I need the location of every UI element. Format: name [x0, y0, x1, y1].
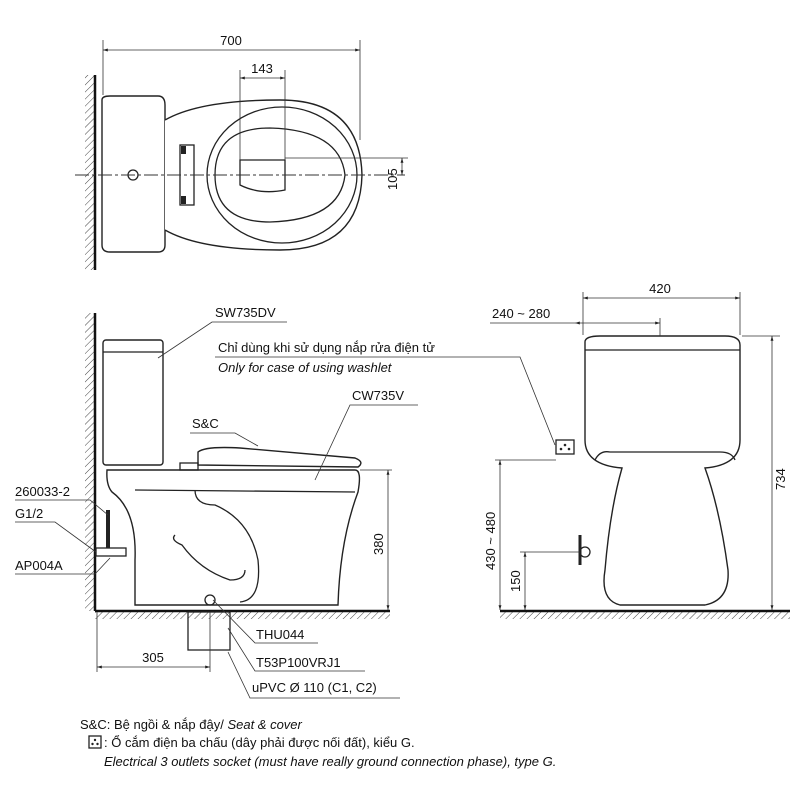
dim-valve-150: 150	[508, 570, 523, 592]
legend-seat-en: Seat & cover	[227, 717, 302, 732]
tank-side	[102, 339, 164, 466]
legend-seat: S&C: Bệ ngồi & nắp đậy/ Seat & cover	[80, 717, 303, 732]
stop-valve	[95, 547, 127, 557]
dim-height-380: 380	[371, 533, 386, 555]
hinge-bolt	[181, 196, 186, 204]
note-washlet-en: Only for case of using washlet	[218, 360, 393, 375]
dim-total-734: 734	[773, 468, 788, 490]
wall-hatch	[85, 75, 95, 270]
hinge-bolt	[181, 146, 186, 154]
label-tank-sw735dv: SW735DV	[215, 305, 276, 320]
legend-socket-en: Electrical 3 outlets socket (must have r…	[104, 754, 556, 769]
bowl-side	[106, 469, 361, 606]
toilet-front	[584, 335, 741, 606]
dim-rough-in-305: 305	[142, 650, 164, 665]
label-valve-ap004a: AP004A	[15, 558, 63, 573]
label-hose-260033-2: 260033-2	[15, 484, 70, 499]
legend-socket-vi: : Ổ cắm điện ba chấu (dây phải được nối …	[104, 735, 415, 750]
dim-outlet-143: 143	[251, 61, 273, 76]
label-seat-sc: S&C	[192, 416, 219, 431]
dim-offset-105: 105	[385, 168, 400, 190]
note-washlet-vi: Chỉ dùng khi sử dụng nắp rửa điện tử	[218, 340, 435, 355]
label-flange-thu044: THU044	[256, 627, 304, 642]
top-view: 700 143 105	[75, 33, 408, 270]
socket-legend-icon	[88, 735, 102, 749]
dim-socket-offset: 240 ~ 280	[492, 306, 550, 321]
label-adapter-t53p100vrj1: T53P100VRJ1	[256, 655, 341, 670]
bowl-outlet	[239, 159, 286, 193]
label-bowl-cw735v: CW735V	[352, 388, 404, 403]
seat-cover-side	[197, 446, 362, 468]
legend-seat-vi: S&C: Bệ ngồi & nắp đậy/	[80, 717, 227, 732]
dim-width-420: 420	[649, 281, 671, 296]
socket-icon	[555, 439, 575, 455]
tank-top	[101, 95, 166, 253]
label-thread-g12: G1/2	[15, 506, 43, 521]
legend: S&C: Bệ ngồi & nắp đậy/ Seat & cover : Ổ…	[80, 717, 556, 769]
side-view: SW735DV Chỉ dùng khi sử dụng nắp rửa điệ…	[15, 305, 556, 699]
dim-width-700: 700	[220, 33, 242, 48]
label-pipe-upvc: uPVC Ø 110 (C1, C2)	[252, 680, 377, 695]
dim-socket-height: 430 ~ 480	[483, 512, 498, 570]
front-view: 420 240 ~ 280 734 430 ~ 480 150	[483, 281, 790, 619]
